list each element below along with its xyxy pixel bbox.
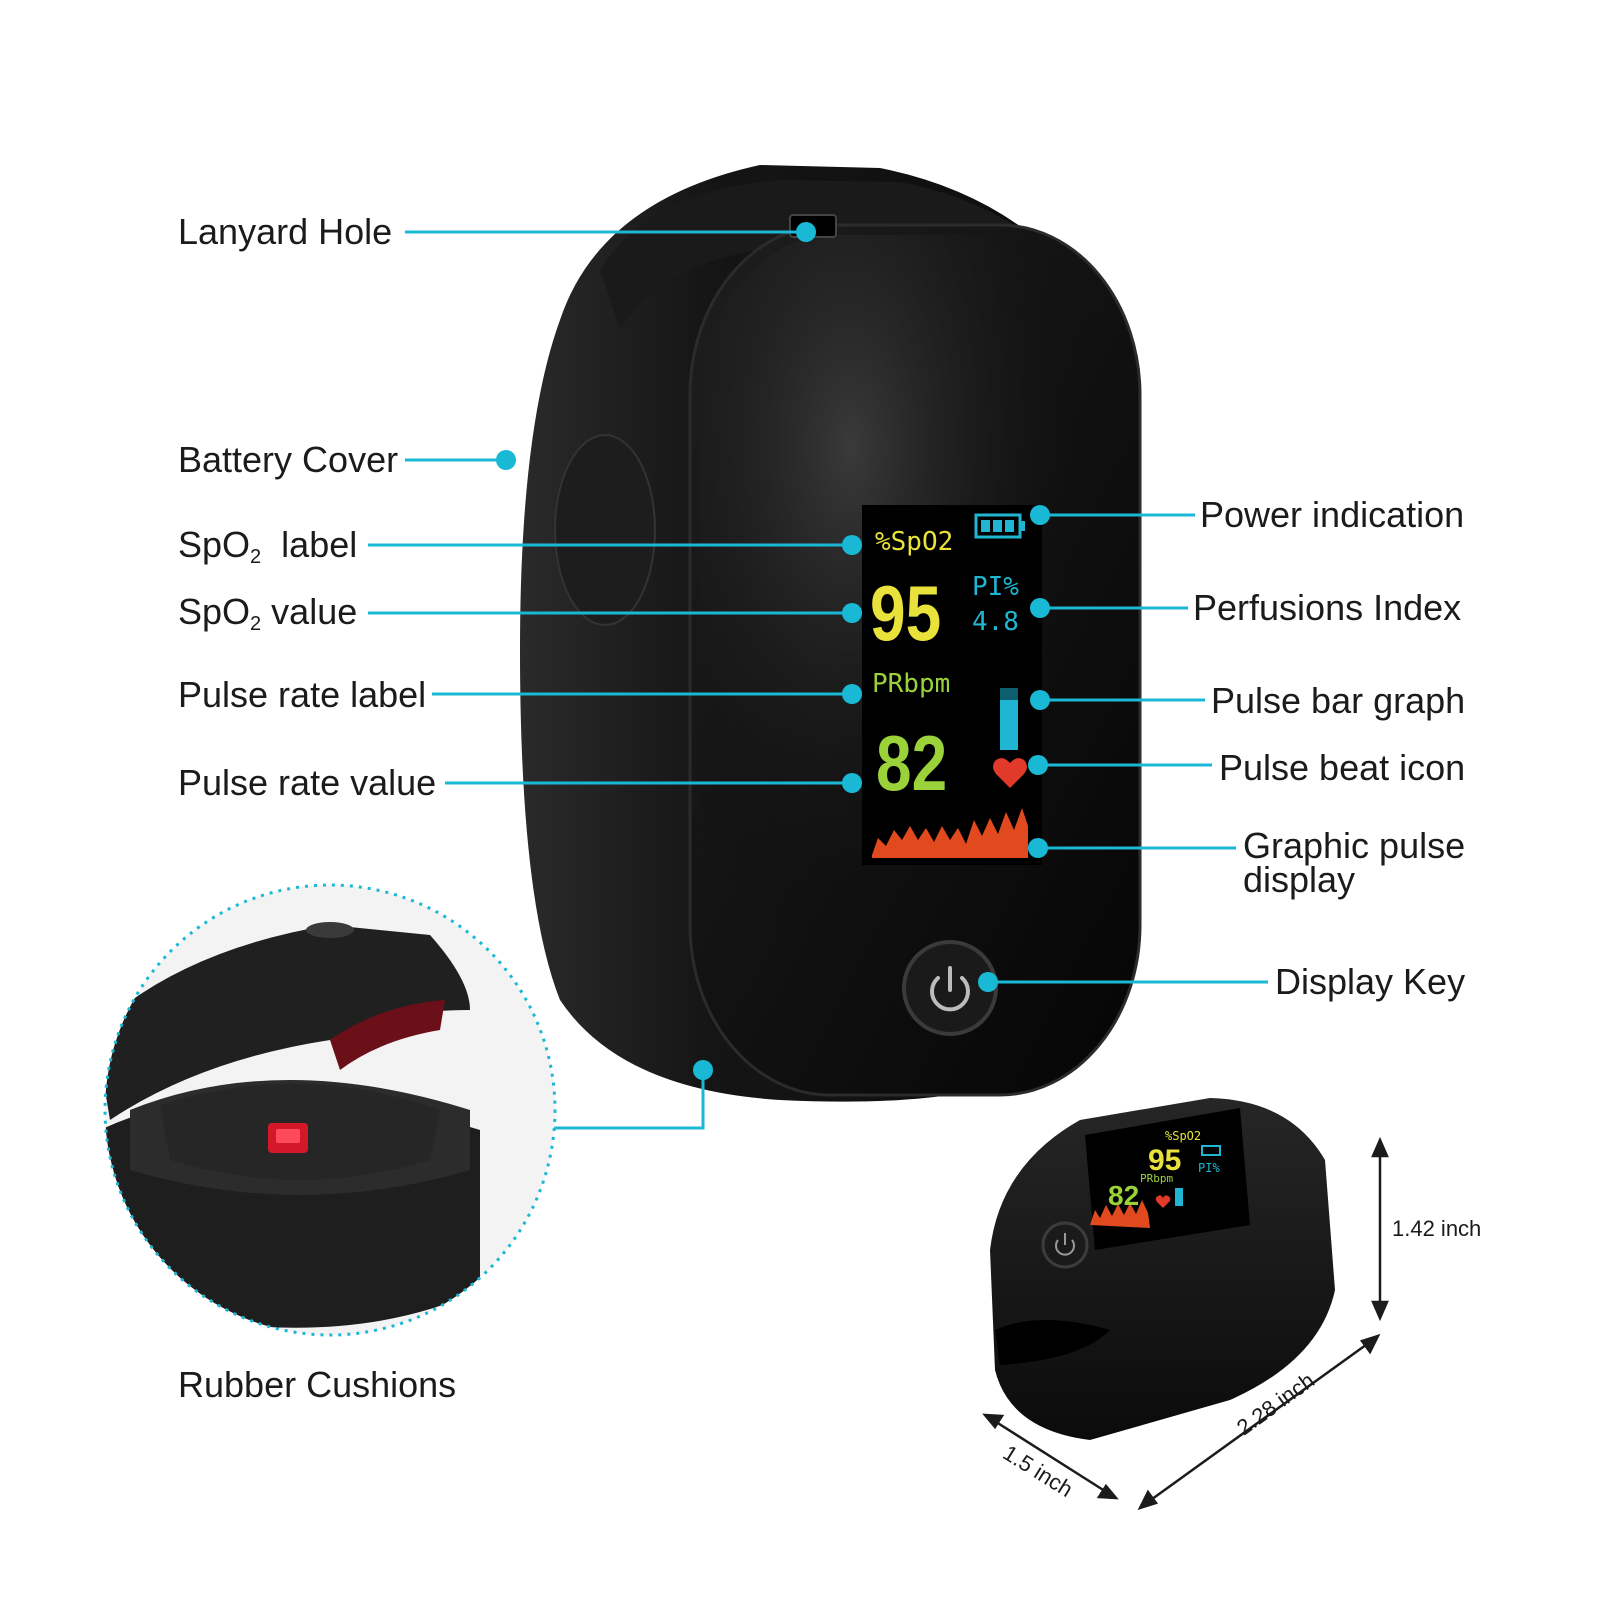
battery-cover-label: Battery Cover (178, 439, 399, 480)
pulse-beat-icon-callout: Pulse beat icon (1219, 747, 1466, 788)
pulse-rate-label-callout: Pulse rate label (178, 674, 427, 715)
lanyard-hole-label: Lanyard Hole (178, 211, 393, 252)
battery-cover-knob (554, 434, 656, 626)
perfusions-index-callout: Perfusions Index (1193, 587, 1462, 628)
small-screen-pr-label: PRbpm (1140, 1172, 1173, 1185)
device-top-clip (600, 180, 1080, 330)
small-screen-spo2-value: 95 (1148, 1144, 1181, 1177)
small-device (990, 1098, 1335, 1440)
spo2-label-callout: SpO2 label (178, 525, 357, 577)
pulse-bar-graph (1000, 688, 1018, 750)
spo2-value-callout: SpO2 value (178, 592, 357, 644)
rubber-cushion-inset (103, 883, 557, 1337)
small-screen-pi-label: PI% (1198, 1161, 1220, 1175)
screen-spo2-label: %SpO2 (875, 527, 953, 557)
spo2-label-main: SpO (178, 524, 251, 565)
graphic-pulse-display-callout-line2: display (1243, 859, 1356, 900)
spo2-value-rest: value (261, 591, 358, 632)
screen-spo2-value: 95 (870, 570, 941, 657)
pulse-bar-graph-callout: Pulse bar graph (1211, 680, 1466, 721)
pulse-waveform (872, 808, 1028, 858)
screen-pr-value: 82 (876, 720, 947, 807)
rubber-cushions-label: Rubber Cushions (178, 1364, 457, 1405)
pulse-rate-value-callout: Pulse rate value (178, 762, 437, 803)
small-screen-spo2-label: %SpO2 (1165, 1129, 1201, 1143)
display-key-callout: Display Key (1275, 961, 1466, 1002)
screen-pi-value: 4.8 (972, 607, 1019, 637)
callout-dots (496, 222, 1050, 1080)
spo2-label-rest: label (261, 524, 358, 565)
small-screen-pr-value: 82 (1108, 1180, 1139, 1211)
spo2-label-sub: 2 (250, 546, 262, 568)
main-device (520, 165, 1142, 1102)
graphic-pulse-display-callout-line1: Graphic pulse (1243, 825, 1466, 866)
spo2-value-sub: 2 (250, 613, 262, 635)
power-indication-callout: Power indication (1200, 494, 1465, 535)
dimension-height: 1.42 inch (1392, 1216, 1482, 1241)
screen-pr-label: PRbpm (872, 669, 950, 699)
screen-pi-label: PI% (972, 572, 1019, 602)
battery-icon (974, 513, 1025, 539)
spo2-value-main: SpO (178, 591, 251, 632)
power-icon[interactable] (930, 966, 970, 1012)
heart-icon (993, 758, 1027, 788)
dimension-arrows (982, 1136, 1389, 1511)
device-screen (862, 505, 1042, 865)
callout-lines (368, 230, 1268, 1130)
